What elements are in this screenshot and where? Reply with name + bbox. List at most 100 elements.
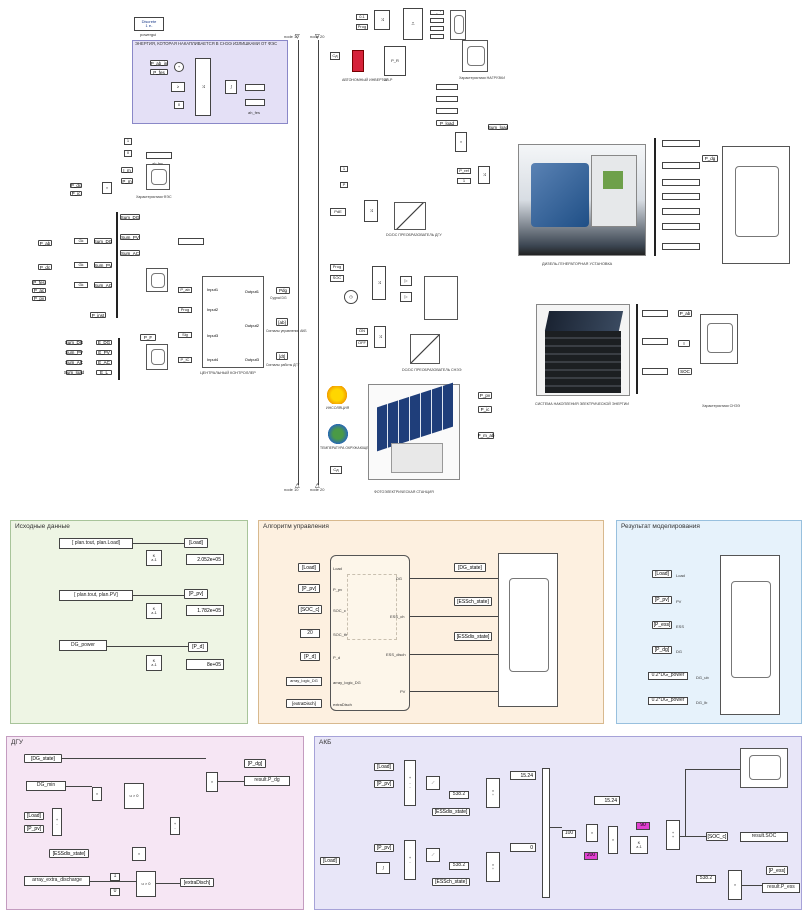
res-in-lb[interactable]: 0.2*DG_power (648, 697, 688, 705)
ess-clock[interactable]: ◷ (344, 290, 358, 304)
akb-const-90[interactable]: 90 (636, 822, 650, 830)
ctrl-in-20[interactable]: 20 (300, 629, 320, 638)
group-signal-builder[interactable]: ⎍ (403, 8, 423, 40)
fes-in-1[interactable]: 1 (124, 138, 132, 145)
ess-gain-1[interactable]: ▷ (400, 276, 412, 286)
akb-integrator[interactable]: K z-1 (630, 836, 648, 854)
akb-goto-pess[interactable]: [P_ess] (766, 866, 788, 875)
akb-sat-1[interactable]: ⟋ (426, 776, 440, 790)
akb-mult-2[interactable]: ×÷ (486, 852, 500, 882)
ess-in-b[interactable]: OFF (356, 340, 368, 347)
energy-from-fes[interactable]: P_fes (150, 69, 168, 75)
ess-switch-2[interactable]: ⤨ (374, 326, 386, 348)
c-sum-ac[interactable]: Sum_AC (94, 282, 112, 288)
akb-const-100[interactable]: 100 (562, 830, 576, 838)
sum-load-block[interactable]: × (455, 132, 467, 152)
res-in-load[interactable]: [Load] (652, 570, 672, 578)
initial-goto-pv[interactable]: [P_pv] (184, 589, 208, 599)
dgu-in-load[interactable]: [Load] (24, 812, 44, 820)
energy-switch[interactable]: ⤨ (195, 58, 211, 116)
dgu-goto-pdg[interactable]: [P_dg] (244, 759, 266, 768)
e-dg[interactable]: E_DG (96, 340, 112, 345)
p-dc-tag[interactable]: P_dc (38, 264, 52, 270)
ctrl-in-extra[interactable]: [extraDisch] (286, 699, 322, 708)
group-out2[interactable] (430, 18, 444, 23)
ctrl-in-3[interactable]: Sig (178, 332, 192, 338)
fes-mux[interactable]: × (102, 182, 112, 194)
dgu-ref[interactable]: P (340, 182, 348, 188)
akb-in-ppv-2[interactable]: [P_pv] (374, 844, 394, 852)
fes-src-1[interactable]: P_dc (70, 183, 82, 188)
initial-integrator-1[interactable]: K z-1 (146, 550, 162, 566)
p-ac-tag[interactable]: P_ac (32, 288, 46, 293)
sum-load-2[interactable]: Sum_load (66, 370, 82, 375)
energy-from-ab[interactable]: P_ab_in (150, 60, 168, 66)
ctrl-in-ppv[interactable]: [P_pv] (298, 584, 320, 593)
fes-src-2[interactable]: P_ic (70, 191, 82, 196)
temperature-icon[interactable] (328, 424, 348, 444)
dgu-switch[interactable]: ⤨ (364, 200, 378, 222)
akb-in-ppv-1[interactable]: [P_pv] (374, 780, 394, 788)
diesel-goto-pdg[interactable]: P_dg (702, 155, 718, 162)
dc-ess-converter[interactable] (410, 334, 440, 364)
e-pv[interactable]: E_PV (96, 350, 112, 355)
e-scope[interactable] (146, 344, 168, 370)
dgu-in-state[interactable]: [DG_state] (24, 754, 62, 763)
pv-input[interactable]: Сд (330, 466, 342, 474)
dgu-in-dgmin[interactable]: DG_min (26, 781, 66, 791)
akb-sum-3[interactable]: ++ (666, 820, 680, 850)
ctrl-goto-essdis[interactable]: [ESSdis_state] (454, 632, 492, 641)
dgu-in-essdis[interactable]: [ESSdis_state] (49, 849, 89, 858)
dc-dgu-converter[interactable] (394, 202, 426, 230)
akb-mult-1[interactable]: ×÷ (486, 778, 500, 808)
ctrl-pf[interactable]: P_F (140, 334, 156, 341)
inverter-input[interactable]: Сд (330, 52, 340, 60)
ess-scope[interactable] (700, 314, 738, 364)
dgu-in-array[interactable]: array_extra_discharge (24, 876, 90, 886)
initial-goto-load[interactable]: [Load] (184, 538, 208, 548)
initial-src-load[interactable]: [ plan.tout, plan.Load] (59, 538, 133, 549)
akb-mult-5[interactable]: × (728, 870, 742, 900)
dgu-sum-2[interactable]: +- (170, 817, 180, 835)
group-out1[interactable]: Group 1 (430, 10, 444, 15)
powergui-block[interactable]: Discrete 1 e- (134, 17, 164, 31)
energy-sum-block[interactable]: + (174, 62, 184, 72)
akb-const-538b[interactable]: 538.2 (449, 862, 469, 870)
diesel-in-2[interactable]: 1 (457, 178, 471, 184)
ess-goto-2[interactable]: I (678, 340, 690, 347)
akb-result-pess[interactable]: result.P_ess (762, 883, 800, 893)
p-ab-tag[interactable]: P_ab (38, 240, 52, 246)
sum-ac-tag[interactable]: Sum_AC (120, 250, 140, 256)
e-ac[interactable]: E_AC (96, 360, 112, 365)
load-goto[interactable]: P_load (436, 120, 458, 126)
ess-switch-1[interactable]: ⤨ (372, 266, 386, 300)
pv-goto-2[interactable]: P_ic (478, 406, 492, 413)
group-sw1[interactable]: 0.1 (356, 14, 368, 20)
sum-pv-2[interactable]: Sum_PV (66, 350, 82, 355)
load-block[interactable]: P_R (384, 46, 406, 76)
insolation-icon[interactable] (326, 386, 348, 404)
ess-in-a[interactable]: ON (356, 328, 368, 335)
ess-goto-1[interactable]: P_ab (678, 310, 692, 317)
akb-result-soc[interactable]: result.SOC (740, 832, 788, 842)
akb-const-538a[interactable]: 538.2 (449, 791, 469, 799)
akb-mult-3[interactable]: × (586, 824, 598, 842)
dgu-switch-2[interactable]: u > 0 (136, 871, 156, 897)
fes-scope[interactable] (146, 164, 170, 190)
c-sum-pv[interactable]: Sum_PV (94, 262, 112, 268)
ctrl-out-2[interactable]: [ab] (276, 318, 288, 326)
sum-dg-tag[interactable]: Sum_DG (120, 214, 140, 220)
akb-sum-1[interactable]: +-- (404, 760, 416, 806)
central-controller[interactable]: Input1 Input2 Input3 Input4 Output1 Outp… (202, 276, 264, 368)
ess-prog[interactable]: Prog (330, 264, 344, 271)
diesel-in-1[interactable]: P_ref (457, 168, 471, 174)
initial-src-dg[interactable]: DG_power (59, 640, 107, 651)
group-out3[interactable] (430, 26, 444, 31)
ess-gain-2[interactable]: ▷ (400, 292, 412, 302)
fes-tag-b[interactable]: P_m (121, 178, 133, 184)
ctrl-goto-dg[interactable]: [DG_state] (454, 563, 486, 572)
dgu-mult-1[interactable]: × (92, 787, 102, 801)
ctrl-in-array[interactable]: array_logic_DG (286, 677, 322, 686)
load-scope[interactable] (462, 40, 488, 72)
akb-in-load-2[interactable]: [Load] (320, 857, 340, 865)
